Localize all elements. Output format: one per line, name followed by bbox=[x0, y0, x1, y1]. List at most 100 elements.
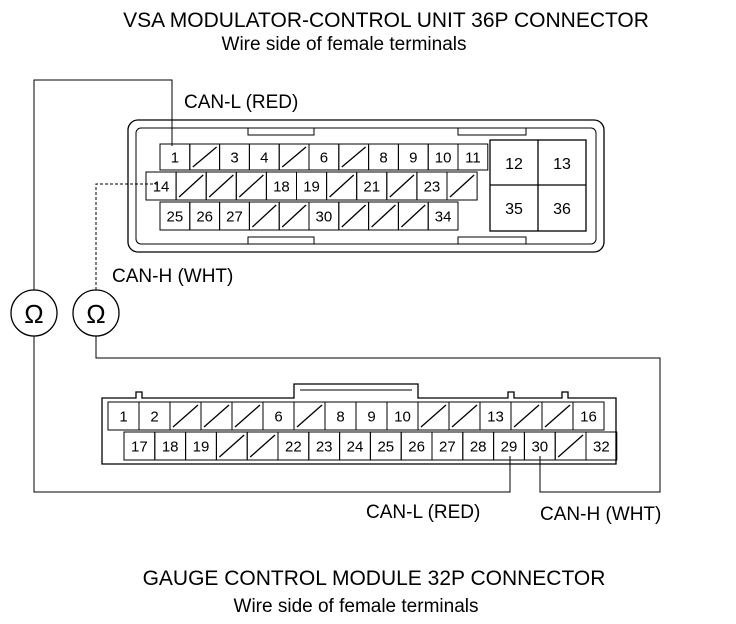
gauge-pin: 19 bbox=[193, 439, 210, 456]
vsa-terminal-cell: 6 bbox=[308, 143, 340, 171]
vsa-power-terminal-block: 12 13 35 36 bbox=[489, 139, 587, 232]
vsa-unused-terminal-slash bbox=[341, 146, 367, 168]
vsa-pin: 3 bbox=[230, 150, 238, 167]
vsa-pin: 23 bbox=[424, 179, 441, 196]
gauge-terminal-cell: 17 bbox=[123, 431, 156, 461]
vsa-terminal-cell bbox=[278, 201, 310, 231]
vsa-terminal-cell bbox=[386, 171, 418, 201]
gauge-pin: 26 bbox=[408, 439, 425, 456]
vsa-terminal-cell: 18 bbox=[265, 171, 297, 201]
gauge-terminal-cell bbox=[541, 401, 574, 431]
gauge-pin: 25 bbox=[377, 439, 394, 456]
gauge-can-h-label: CAN-H (WHT) bbox=[540, 504, 661, 525]
gauge-terminal-cell: 8 bbox=[324, 401, 357, 431]
vsa-terminal-cell: 10 bbox=[427, 143, 459, 171]
gauge-terminal-cell bbox=[215, 431, 248, 461]
gauge-terminal-cell: 10 bbox=[386, 401, 419, 431]
vsa-unused-terminal-slash bbox=[371, 204, 396, 228]
vsa-terminal-cell: 19 bbox=[296, 171, 328, 201]
vsa-terminal-cell bbox=[338, 143, 370, 171]
wires bbox=[33, 79, 661, 493]
gauge-terminal-cell bbox=[417, 401, 450, 431]
vsa-terminal-cell bbox=[278, 143, 310, 171]
gauge-unused-terminal-slash bbox=[544, 404, 571, 428]
vsa-terminal-cell: 8 bbox=[368, 143, 399, 171]
vsa-terminal-cell: 11 bbox=[457, 143, 489, 171]
can-h-wire bbox=[95, 336, 661, 493]
vsa-pin: 34 bbox=[435, 209, 452, 226]
gauge-terminal-cell: 22 bbox=[277, 431, 310, 461]
gauge-terminal-cell: 28 bbox=[462, 431, 495, 461]
ohmmeter-right: Ω bbox=[72, 289, 120, 337]
vsa-unused-terminal-slash bbox=[329, 174, 355, 198]
gauge-terminal-cell bbox=[200, 401, 233, 431]
gauge-pin: 29 bbox=[501, 439, 518, 456]
vsa-pin: 14 bbox=[153, 179, 170, 196]
vsa-terminal-cell: 27 bbox=[219, 201, 250, 231]
gauge-terminal-cell bbox=[231, 401, 264, 431]
gauge-terminal-cell bbox=[169, 401, 202, 431]
gauge-pin: 13 bbox=[487, 409, 504, 426]
gauge-unused-terminal-slash bbox=[172, 404, 199, 428]
vsa-terminal-cell: 21 bbox=[356, 171, 388, 201]
gauge-unused-terminal-slash bbox=[513, 404, 540, 428]
vsa-pin: 18 bbox=[273, 179, 290, 196]
gauge-terminal-cell: 1 bbox=[107, 401, 140, 431]
vsa-pin: 13 bbox=[553, 156, 571, 173]
vsa-terminal-cell: 26 bbox=[189, 201, 221, 231]
vsa-terminal-cell bbox=[235, 171, 267, 201]
vsa-terminal-cell: 30 bbox=[308, 201, 340, 231]
gauge-terminal-cell: 6 bbox=[262, 401, 295, 431]
gauge-terminal-cell: 16 bbox=[572, 401, 605, 431]
vsa-unused-terminal-slash bbox=[389, 174, 415, 198]
gauge-pin: 24 bbox=[347, 439, 364, 456]
vsa-pin: 19 bbox=[303, 179, 320, 196]
gauge-terminal-cell: 18 bbox=[154, 431, 187, 461]
gauge-terminal-cell bbox=[554, 431, 587, 461]
vsa-terminal-cell bbox=[189, 143, 221, 171]
gauge-pin: 30 bbox=[531, 439, 548, 456]
gauge-pin: 22 bbox=[285, 439, 302, 456]
vsa-unused-terminal-slash bbox=[341, 204, 367, 228]
gauge-terminal-cell bbox=[510, 401, 543, 431]
gauge-terminal-cell bbox=[293, 401, 326, 431]
vsa-terminal-cell bbox=[397, 201, 429, 231]
vsa-terminal-cell: 25 bbox=[159, 201, 191, 231]
gauge-terminal-cell: 27 bbox=[431, 431, 464, 461]
vsa-pin: 36 bbox=[553, 201, 571, 218]
vsa-pin: 21 bbox=[363, 179, 380, 196]
vsa-pin: 11 bbox=[465, 150, 481, 167]
gauge-terminal-cell: 13 bbox=[479, 401, 512, 431]
vsa-terminal-cell bbox=[368, 201, 399, 231]
can-l-wire bbox=[33, 336, 511, 493]
vsa-pin: 4 bbox=[260, 150, 268, 167]
ohm-icon: Ω bbox=[24, 299, 43, 329]
gauge-terminal-cell bbox=[246, 431, 279, 461]
gauge-unused-terminal-slash bbox=[234, 404, 261, 428]
gauge-pin: 18 bbox=[162, 439, 179, 456]
gauge-terminal-cell: 23 bbox=[308, 431, 341, 461]
vsa-pin: 25 bbox=[167, 209, 184, 226]
vsa-unused-terminal-slash bbox=[281, 204, 307, 228]
can-h-wire bbox=[95, 183, 158, 290]
vsa-subtitle: Wire side of female terminals bbox=[222, 34, 467, 55]
vsa-terminal-cell bbox=[446, 171, 478, 201]
gauge-pin: 28 bbox=[470, 439, 487, 456]
gauge-unused-terminal-slash bbox=[451, 404, 478, 428]
ohmmeter-left: Ω bbox=[10, 289, 58, 337]
vsa-pin: 30 bbox=[316, 209, 333, 226]
vsa-terminal-cell bbox=[326, 171, 358, 201]
gauge-pin: 1 bbox=[119, 409, 127, 426]
gauge-terminal-cell: 2 bbox=[138, 401, 171, 431]
gauge-pin: 9 bbox=[367, 409, 375, 426]
vsa-pin: 26 bbox=[196, 209, 213, 226]
vsa-unused-terminal-slash bbox=[281, 146, 307, 168]
gauge-unused-terminal-slash bbox=[218, 434, 245, 458]
gauge-unused-terminal-slash bbox=[557, 434, 584, 458]
gauge-pin: 27 bbox=[439, 439, 456, 456]
gauge-terminal-cell bbox=[448, 401, 481, 431]
vsa-unused-terminal-slash bbox=[251, 204, 277, 228]
gauge-terminal-cell: 25 bbox=[369, 431, 402, 461]
vsa-unused-terminal-slash bbox=[178, 174, 204, 198]
vsa-unused-terminal-slash bbox=[400, 204, 426, 228]
